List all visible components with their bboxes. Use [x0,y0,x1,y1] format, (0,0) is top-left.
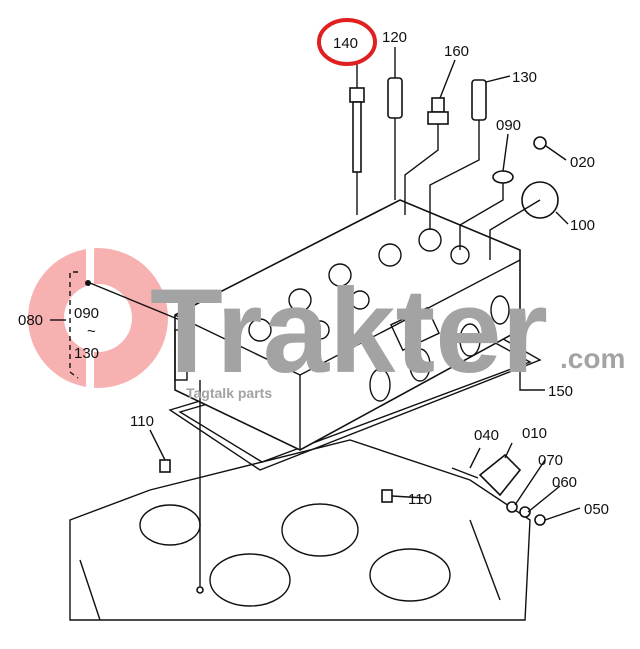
label-160[interactable]: 160 [444,43,469,60]
label-010[interactable]: 010 [522,425,547,442]
label-100[interactable]: 100 [570,217,595,234]
plate-010 [478,453,522,497]
label-130[interactable]: 130 [512,69,537,86]
sleeve-120 [387,77,403,119]
label-090[interactable]: 090 [496,117,521,134]
label-040[interactable]: 040 [474,427,499,444]
label-080-090: 090 [74,305,99,322]
washer-060 [519,506,531,518]
label-080-tilde: ~ [87,323,96,340]
label-070[interactable]: 070 [538,452,563,469]
watermark-logo [28,240,168,400]
engine-block [69,439,531,621]
highlight-circle-140 [317,18,377,66]
stud-110-right [381,489,393,503]
label-060[interactable]: 060 [552,474,577,491]
nut-050 [534,514,546,526]
label-120[interactable]: 120 [382,29,407,46]
stud-110-left [159,459,171,473]
stud-040 [451,467,479,479]
sensor-160 [404,97,449,215]
label-080-130: 130 [74,345,99,362]
label-140[interactable]: 140 [333,35,358,52]
label-050[interactable]: 050 [584,501,609,518]
head-bolt-140 [349,87,365,215]
label-080[interactable]: 080 [18,312,43,329]
sleeve-130 [471,79,487,121]
label-150[interactable]: 150 [548,383,573,400]
label-020[interactable]: 020 [570,154,595,171]
cylinder-head [174,199,521,451]
plug-020 [533,136,547,150]
watermark-brand: Trakter [150,264,548,398]
watermark-subtext: Tagtalk parts [186,385,272,401]
label-110-left[interactable]: 110 [130,413,154,430]
watermark-domain: .com [560,343,625,374]
ring-090 [492,170,514,184]
label-110-right[interactable]: 110 [408,491,432,508]
